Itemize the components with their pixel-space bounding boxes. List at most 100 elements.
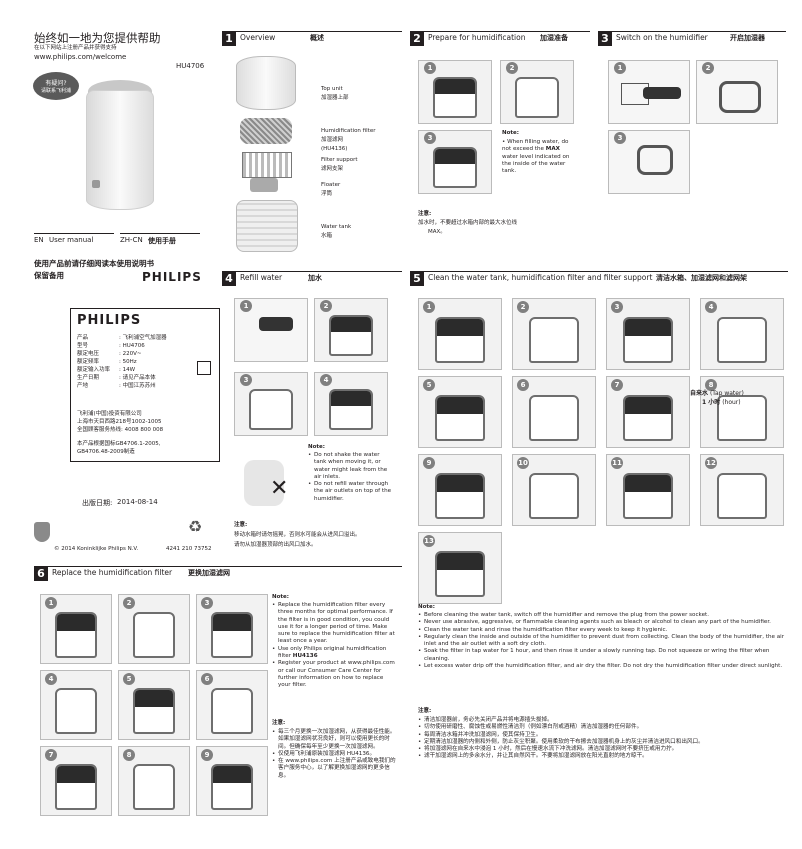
label-company-2: 上海市天目西路218号1002-1005 — [77, 419, 162, 425]
clean-step-3-badge: 3 — [611, 301, 623, 313]
cover-rule-zh — [120, 233, 200, 234]
switch-step-2-badge: 2 — [702, 62, 714, 74]
clean-step-11-badge: 11 — [611, 457, 623, 469]
part-filter-code: (HU4136) — [321, 146, 348, 152]
sticker-line1: 有疑问? — [45, 80, 67, 87]
part-support-zh: 滤网支架 — [321, 166, 344, 172]
section-5-title: Clean the water tank, humidification fil… — [428, 273, 653, 282]
label-row-colon: : — [119, 335, 123, 341]
replace-zh-2: 仅使用飞利浦原装加湿滤网 HU4136。 — [272, 751, 396, 759]
clean-zh-3: 每周清洁水箱并冲洗加湿滤网，使其保持卫生。 — [418, 732, 786, 740]
clean-note-title: Note: — [418, 604, 435, 610]
label-row: 型号: HU4706 — [77, 343, 145, 350]
label-row-key: 生产日期 — [77, 375, 100, 381]
cover-brand-logo: PHILIPS — [142, 270, 202, 284]
clean-note-6: Let excess water drip off the humidifica… — [418, 663, 786, 671]
label-row: 额定电压: 220V~ — [77, 351, 141, 358]
label-row-value: 220V~ — [122, 351, 142, 357]
label-company-3: 全国顾客服务热线: 4008 800 008 — [77, 427, 164, 433]
manual-en-code: EN — [34, 236, 44, 244]
replace-note-2-pre: Use only Philips original humidification… — [278, 645, 387, 660]
prepare-step-1-badge: 1 — [424, 62, 436, 74]
replace-note-2: Use only Philips original humidification… — [272, 646, 396, 661]
part-floater-zh: 浮筒 — [321, 191, 333, 197]
filter-support-image — [242, 152, 292, 178]
label-row-colon: : — [119, 383, 123, 389]
label-row-colon: : — [119, 367, 123, 373]
label-row-value: 14W — [122, 367, 136, 373]
part-tank-en: Water tank — [321, 224, 352, 230]
part-floater-en: Floater — [321, 182, 341, 188]
prepare-note-max: MAX — [545, 146, 560, 153]
manual-zh-code: ZH-CN — [120, 236, 143, 244]
refill-step-4-image — [314, 372, 388, 436]
replace-note-list: Replace the humidification filter every … — [272, 602, 396, 690]
recycle-icon: ♻ — [187, 517, 203, 536]
publish-label: 出版日期: — [82, 499, 113, 507]
replace-zh-3: 在 www.philips.com 上注册产品或致电我们的客户服务中心，以了解更… — [272, 758, 396, 780]
tap-water-en: (Tap water) — [709, 390, 744, 397]
refill-note-title: Note: — [308, 444, 325, 450]
clean-zh-list: 清洁加湿器前，务必先关闭产品并将电源插头拔掉。 切勿使用研磨性、腐蚀性或易燃性清… — [418, 717, 786, 761]
section-2-title: Prepare for humidification — [428, 33, 526, 42]
label-row: 额定频率: 50Hz — [77, 359, 137, 366]
section-1-title-zh: 概述 — [310, 34, 324, 42]
hour-zh: 1 小时 — [702, 399, 721, 406]
clean-step-4-badge: 4 — [705, 301, 717, 313]
replace-note-1: Replace the humidification filter every … — [272, 602, 396, 646]
top-unit-image — [236, 56, 296, 110]
section-1-header: 1 Overview 概述 — [222, 31, 402, 46]
replace-step-2-badge: 2 — [123, 597, 135, 609]
clean-zh-1: 清洁加湿器前，务必先关闭产品并将电源插头拔掉。 — [418, 717, 786, 725]
clean-zh-title: 注意: — [418, 708, 432, 714]
clean-step-7-image — [606, 376, 690, 448]
cross-icon: ✕ — [270, 476, 289, 501]
refill-zh-1: 移动水箱时请勿摇晃，否则水可能会从进风口溢出。 — [234, 532, 361, 538]
label-row-colon: : — [119, 375, 123, 381]
hour-label: 1 小时 (hour) — [702, 397, 741, 406]
label-row: 产地: 中国江苏苏州 — [77, 383, 156, 390]
sticker-line2: 请联系飞利浦 — [40, 88, 71, 94]
section-2-number: 2 — [410, 32, 424, 46]
label-row-value: 中国江苏苏州 — [122, 383, 156, 389]
section-4-title-zh: 加水 — [308, 274, 322, 282]
replace-step-9-badge: 9 — [201, 749, 213, 761]
label-row-value: 50Hz — [122, 359, 137, 365]
prepare-note: • When filling water, do not exceed the … — [502, 139, 570, 175]
cover-url[interactable]: www.philips.com/welcome — [34, 53, 127, 61]
part-top-unit-zh: 加湿器上部 — [321, 95, 349, 101]
replace-note-title: Note: — [272, 594, 289, 600]
label-row-key: 额定输入功率 — [77, 367, 111, 373]
tap-water-zh: 自来水 — [690, 390, 709, 397]
replace-step-6-badge: 6 — [201, 673, 213, 685]
label-company-1: 飞利浦(中国)投资有限公司 — [77, 411, 142, 417]
switch-step-3-badge: 3 — [614, 132, 626, 144]
clean-step-13-badge: 13 — [423, 535, 435, 547]
prepare-note-post: water level indicated on the inside of t… — [502, 153, 570, 175]
label-row-colon: : — [119, 359, 123, 365]
label-row: 额定输入功率: 14W — [77, 367, 135, 374]
clean-zh-5: 将加湿滤网在自来水中浸泡 1 小时，然后在慢速水流下冲洗滤网。清洁加湿滤网时不要… — [418, 746, 786, 754]
part-support-en: Filter support — [321, 157, 358, 163]
part-filter-en: Humidification filter — [321, 128, 376, 134]
refill-step-1-badge: 1 — [240, 300, 252, 312]
section-6-header: 6 Replace the humidification filter 更换加湿… — [34, 566, 402, 581]
refill-note-list: Do not shake the water tank when moving … — [308, 452, 392, 503]
refill-step-4-badge: 4 — [320, 374, 332, 386]
clean-note-5: Soak the filter in tap water for 1 hour,… — [418, 648, 786, 663]
section-4-title: Refill water — [240, 273, 283, 282]
clean-step-5-image — [418, 376, 502, 448]
publish-date: 2014-08-14 — [117, 498, 158, 506]
cover-rule-en — [34, 233, 114, 234]
replace-zh-title: 注意: — [272, 720, 286, 726]
clean-note-1: Before cleaning the water tank, switch o… — [418, 612, 786, 620]
clean-zh-4: 定期清洁加湿器的内侧和外侧，防止灰尘积聚。使用柔软的干布擦去加湿器机身上的灰尘并… — [418, 739, 786, 747]
switch-step-1-badge: 1 — [614, 62, 626, 74]
hour-en: (hour) — [722, 399, 741, 406]
part-top-unit-en: Top unit — [321, 86, 343, 92]
label-row-key: 额定频率 — [77, 359, 100, 365]
section-6-number: 6 — [34, 567, 48, 581]
section-3-number: 3 — [598, 32, 612, 46]
label-row-key: 产地 — [77, 383, 89, 389]
section-1-title: Overview — [240, 33, 276, 42]
